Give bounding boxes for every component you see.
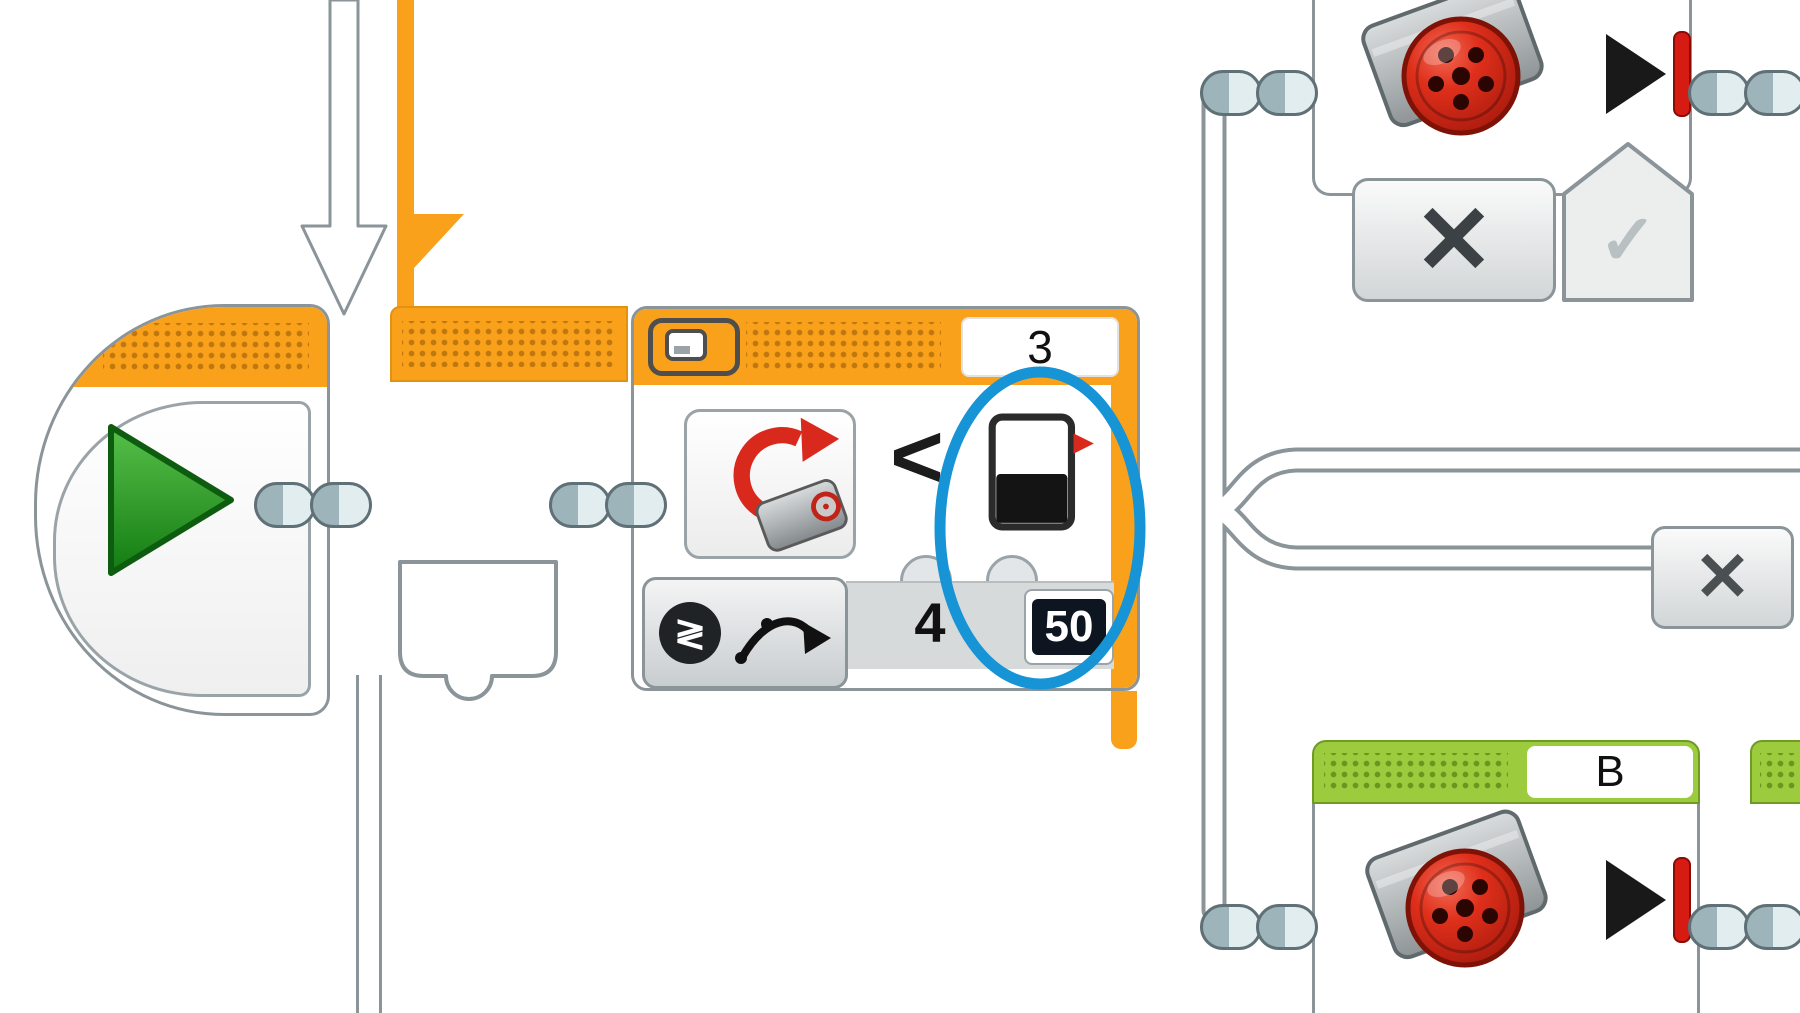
loop-header-fragment <box>1750 740 1800 804</box>
sequence-plug[interactable] <box>1688 70 1750 116</box>
sequence-plug[interactable] <box>254 482 316 528</box>
check-icon: ✓ <box>1599 201 1658 279</box>
skip-to-end-icon <box>1606 31 1691 117</box>
sensor-mode-tile[interactable] <box>684 409 856 559</box>
true-case-tab[interactable]: ✓ <box>1558 136 1698 306</box>
loop-entry-arrow-icon <box>414 214 464 268</box>
threshold-icon <box>988 413 1094 531</box>
threshold-input-field[interactable]: 50 <box>1024 589 1114 665</box>
sequence-plug[interactable] <box>1744 70 1800 116</box>
sequence-plug[interactable] <box>310 482 372 528</box>
sequence-plug[interactable] <box>1200 904 1262 950</box>
change-arrow-icon <box>735 617 831 664</box>
medium-motor-icon <box>1361 0 1544 136</box>
false-case-tab[interactable]: ✕ <box>1352 178 1556 302</box>
sequence-plug[interactable] <box>1200 70 1262 116</box>
tabbed-view-toggle-icon[interactable] <box>648 318 740 376</box>
sequence-wire <box>356 675 382 1013</box>
medium-motor-icon <box>1365 809 1548 968</box>
block-stub[interactable] <box>392 556 568 708</box>
sequence-plug[interactable] <box>1256 904 1318 950</box>
play-icon[interactable] <box>99 415 249 585</box>
comparison-operator: < <box>890 405 944 508</box>
switch-block[interactable]: 3 < <box>631 306 1140 691</box>
close-icon: ✕ <box>1694 539 1751 615</box>
sequence-plug[interactable] <box>549 482 611 528</box>
port-field[interactable]: 3 <box>961 317 1119 377</box>
start-block-header <box>37 307 327 387</box>
motor-rotation-sensor-icon <box>733 417 848 552</box>
x-icon: ✕ <box>1413 187 1495 294</box>
sequence-plug[interactable] <box>1256 70 1318 116</box>
skip-to-end-icon <box>1606 857 1691 943</box>
close-button[interactable]: ✕ <box>1651 526 1794 629</box>
sequence-plug[interactable] <box>1744 904 1800 950</box>
loop-header-segment[interactable] <box>390 306 628 382</box>
port-value: 3 <box>1027 321 1053 373</box>
mode-selector-button[interactable]: ≷ <box>642 577 848 688</box>
start-block-face <box>53 401 311 697</box>
flow-arrow-icon <box>300 0 388 316</box>
sequence-plug[interactable] <box>605 482 667 528</box>
port-input-value[interactable]: 4 <box>914 590 946 654</box>
sequence-plug[interactable] <box>1688 904 1750 950</box>
loop-name-field[interactable]: B <box>1527 746 1693 798</box>
loop-left-border <box>397 0 414 308</box>
loop-right-border <box>1111 691 1137 749</box>
compare-change-mode-icon: ≷ <box>659 602 721 664</box>
